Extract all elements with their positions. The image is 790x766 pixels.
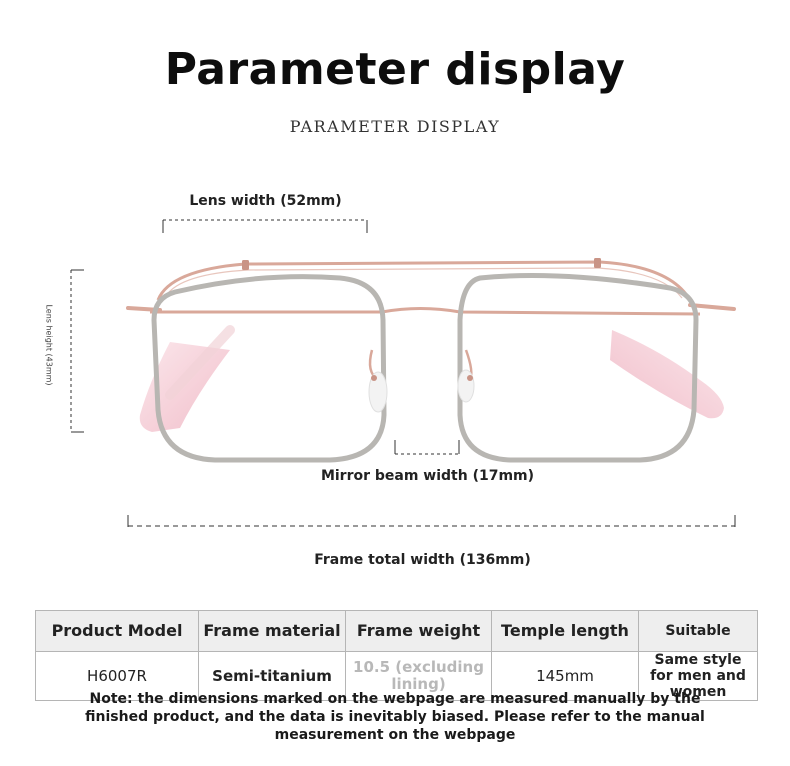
spec-header-temple: Temple length — [491, 610, 639, 652]
left-nose-pad-cushion — [368, 371, 388, 413]
left-temple — [139, 342, 230, 432]
right-pad-screw — [467, 375, 473, 381]
right-nose-pad-cushion — [457, 369, 475, 403]
spec-header-suitable: Suitable — [638, 610, 758, 652]
lens-height-label: Lens height (43mm) — [44, 304, 54, 386]
spec-table: Product Model Frame material Frame weigh… — [35, 610, 758, 702]
spec-value-row: H6007R Semi-titanium 10.5 (excluding lin… — [35, 650, 758, 702]
measurement-note: Note: the dimensions marked on the webpa… — [85, 691, 705, 743]
spec-header-row: Product Model Frame material Frame weigh… — [35, 610, 758, 652]
mirror-beam-width-label: Mirror beam width (17mm) — [320, 468, 535, 484]
frame-total-width-label: Frame total width (136mm) — [314, 552, 531, 568]
spec-value-model: H6007R — [35, 650, 199, 702]
page-title: Parameter display — [164, 44, 626, 95]
left-temple-inner — [165, 325, 235, 400]
lens-width-label: Lens width (52mm) — [189, 193, 342, 209]
spec-value-material: Semi-titanium — [198, 650, 346, 702]
right-hinge-rod — [688, 303, 736, 311]
right-bar-clip — [594, 258, 601, 268]
top-bar-inner — [165, 267, 683, 299]
spec-value-weight: 10.5 (excluding lining) — [345, 650, 492, 702]
spec-value-temple: 145mm — [491, 650, 639, 702]
top-bar — [156, 260, 692, 301]
spec-header-weight: Frame weight — [345, 610, 492, 652]
spec-value-suitable: Same style for men and women — [638, 650, 758, 702]
mid-bar — [150, 307, 701, 316]
spec-header-material: Frame material — [198, 610, 346, 652]
page-subtitle: PARAMETER DISPLAY — [289, 117, 501, 136]
left-pad-screw — [371, 375, 377, 381]
spec-header-model: Product Model — [35, 610, 199, 652]
right-temple — [610, 330, 724, 419]
right-lens-rim — [457, 273, 699, 463]
left-lens-rim — [151, 274, 387, 463]
left-bar-clip — [242, 260, 249, 270]
